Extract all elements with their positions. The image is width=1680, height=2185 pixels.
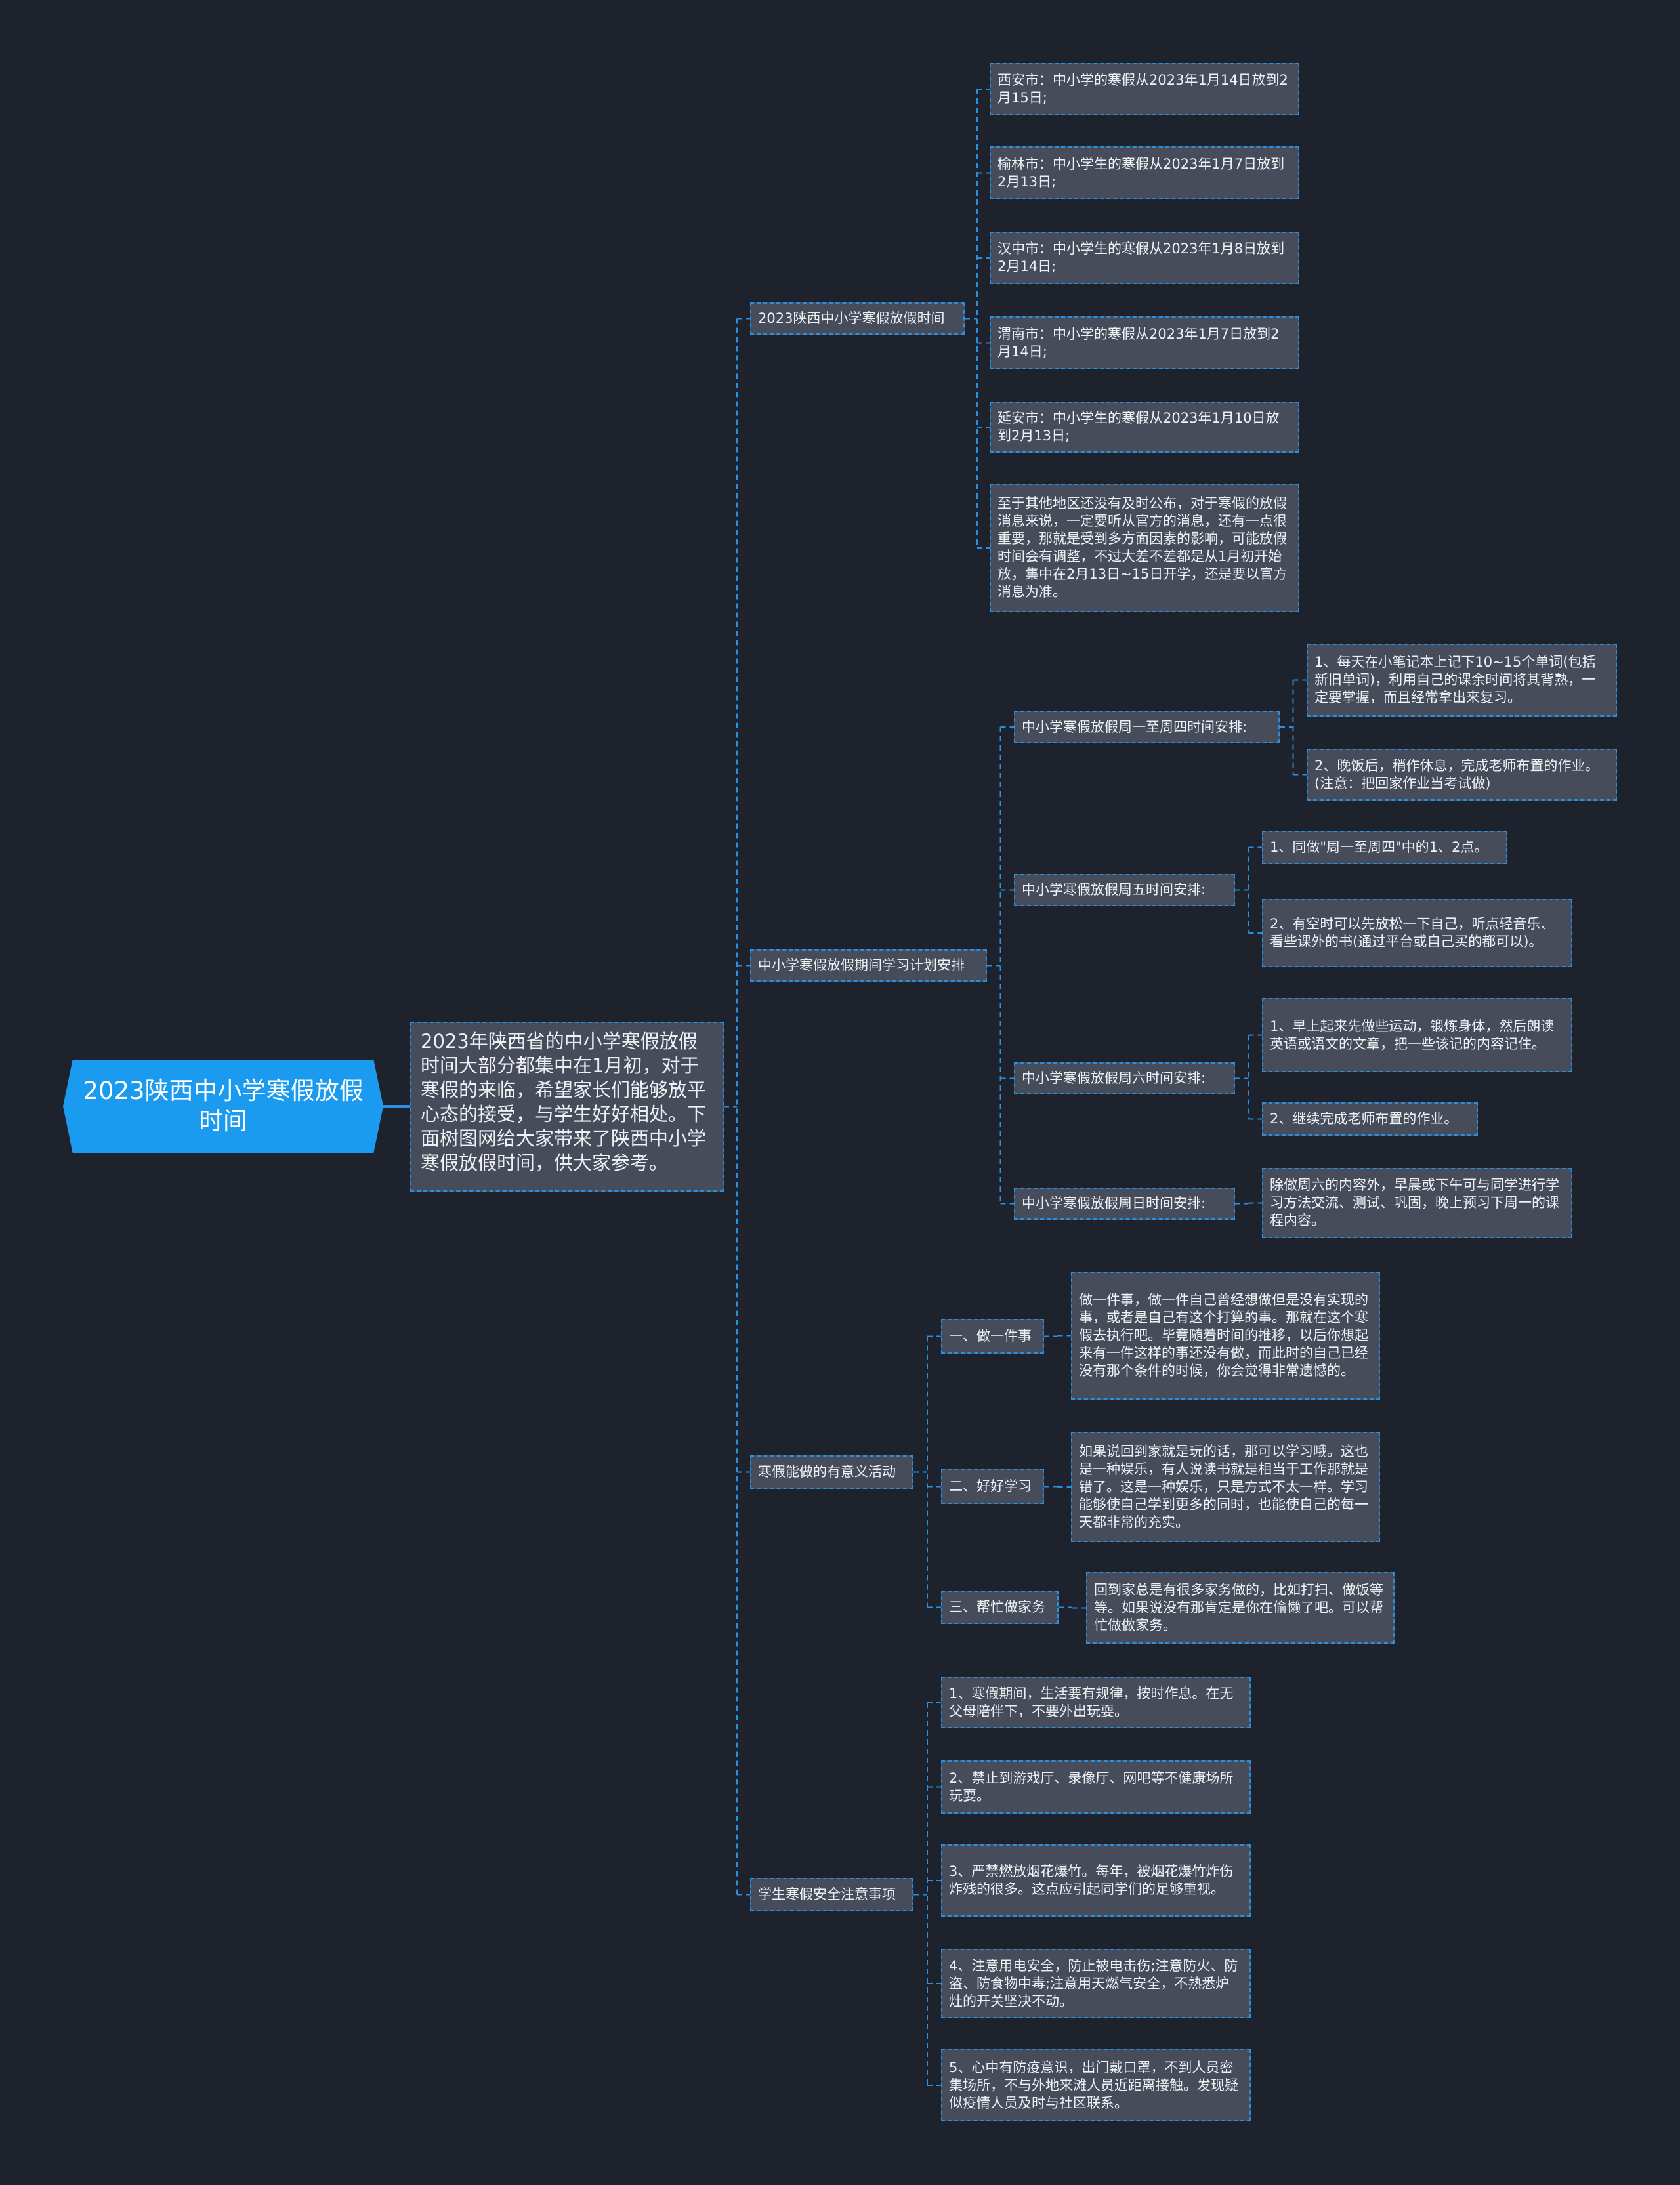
leaf-text: 延安市：中小学生的寒假从2023年1月10日放到2月13日; [998,410,1280,444]
plan-item[interactable]: 1、早上起来先做些运动，锻炼身体，然后朗读英语或语文的文章，把一些该记的内容记住… [1262,998,1572,1072]
safety-text: 4、注意用电安全，防止被电击伤;注意防火、防盗、防食物中毒;注意用天燃气安全，不… [949,1957,1238,2009]
branch-label: 学生寒假安全注意事项 [758,1886,896,1902]
plan-label: 中小学寒假放假周一至周四时间安排: [1022,718,1248,735]
root-title: 2023陕西中小学寒假放假时间 [83,1077,364,1135]
activity-detail[interactable]: 做一件事，做一件自己曾经想做但是没有实现的事，或者是自己有这个打算的事。那就在这… [1071,1272,1380,1400]
safety-item[interactable]: 5、心中有防疫意识，出门戴口罩，不到人员密集场所，不与外地来滩人员近距离接触。发… [941,2049,1251,2121]
activity-detail[interactable]: 回到家总是有很多家务做的，比如打扫、做饭等等。如果说没有那肯定是你在偷懒了吧。可… [1086,1572,1395,1644]
plan-sat[interactable]: 中小学寒假放假周六时间安排: [1014,1062,1235,1094]
leaf-text: 西安市：中小学的寒假从2023年1月14日放到2月15日; [998,72,1288,106]
plan-item[interactable]: 1、每天在小笔记本上记下10~15个单词(包括新旧单词)，利用自己的课余时间将其… [1307,644,1617,717]
activity-detail[interactable]: 如果说回到家就是玩的话，那可以学习哦。这也是一种娱乐，有人说读书就是相当于工作那… [1071,1432,1380,1542]
branch-study-plan[interactable]: 中小学寒假放假期间学习计划安排 [750,949,987,982]
leaf-text: 至于其他地区还没有及时公布，对于寒假的放假消息来说，一定要听从官方的消息，还有一… [998,495,1288,600]
plan-item-text: 1、同做"周一至周四"中的1、2点。 [1270,839,1488,855]
plan-item[interactable]: 除做周六的内容外，早晨或下午可与同学进行学习方法交流、测试、巩固，晚上预习下周一… [1262,1168,1572,1238]
branch-activities[interactable]: 寒假能做的有意义活动 [750,1455,914,1489]
activity-text: 做一件事，做一件自己曾经想做但是没有实现的事，或者是自己有这个打算的事。那就在这… [1079,1292,1368,1379]
leaf-text: 渭南市：中小学的寒假从2023年1月7日放到2月14日; [998,325,1280,360]
intro-node[interactable]: 2023年陕西省的中小学寒假放假时间大部分都集中在1月初，对于寒假的来临，希望家… [410,1022,724,1192]
plan-item-text: 1、早上起来先做些运动，锻炼身体，然后朗读英语或语文的文章，把一些该记的内容记住… [1270,1018,1555,1052]
plan-item-text: 2、晚饭后，稍作休息，完成老师布置的作业。(注意：把回家作业当考试做) [1314,757,1599,791]
leaf-yulin[interactable]: 榆林市：中小学生的寒假从2023年1月7日放到2月13日; [990,146,1299,199]
safety-item[interactable]: 4、注意用电安全，防止被电击伤;注意防火、防盗、防食物中毒;注意用天燃气安全，不… [941,1949,1251,2018]
activity-text: 如果说回到家就是玩的话，那可以学习哦。这也是一种娱乐，有人说读书就是相当于工作那… [1079,1443,1368,1530]
activity-label: 三、帮忙做家务 [949,1599,1045,1615]
plan-mon-thu[interactable]: 中小学寒假放假周一至周四时间安排: [1014,711,1280,743]
leaf-text: 榆林市：中小学生的寒假从2023年1月7日放到2月13日; [998,156,1285,190]
plan-item-text: 除做周六的内容外，早晨或下午可与同学进行学习方法交流、测试、巩固，晚上预习下周一… [1270,1177,1559,1228]
plan-sun[interactable]: 中小学寒假放假周日时间安排: [1014,1188,1235,1220]
plan-item-text: 2、继续完成老师布置的作业。 [1270,1111,1458,1127]
plan-label: 中小学寒假放假周五时间安排: [1022,882,1206,898]
plan-item-text: 1、每天在小笔记本上记下10~15个单词(包括新旧单词)，利用自己的课余时间将其… [1314,654,1596,705]
plan-item[interactable]: 1、同做"周一至周四"中的1、2点。 [1262,831,1507,864]
plan-item[interactable]: 2、继续完成老师布置的作业。 [1262,1102,1478,1136]
plan-label: 中小学寒假放假周六时间安排: [1022,1070,1206,1086]
branch-label: 寒假能做的有意义活动 [758,1464,896,1480]
safety-text: 3、严禁燃放烟花爆竹。每年，被烟花爆竹炸伤炸残的很多。这点应引起同学们的足够重视… [949,1863,1234,1897]
activity-chores[interactable]: 三、帮忙做家务 [941,1591,1059,1624]
safety-text: 5、心中有防疫意识，出门戴口罩，不到人员密集场所，不与外地来滩人员近距离接触。发… [949,2059,1238,2111]
plan-item-text: 2、有空时可以先放松一下自己，听点轻音乐、看些课外的书(通过平台或自己买的都可以… [1270,916,1555,949]
activity-text: 回到家总是有很多家务做的，比如打扫、做饭等等。如果说没有那肯定是你在偷懒了吧。可… [1094,1582,1383,1633]
branch-label: 中小学寒假放假期间学习计划安排 [758,957,965,973]
activity-label: 二、好好学习 [949,1478,1032,1494]
plan-label: 中小学寒假放假周日时间安排: [1022,1196,1206,1211]
plan-item[interactable]: 2、有空时可以先放松一下自己，听点轻音乐、看些课外的书(通过平台或自己买的都可以… [1262,899,1572,967]
safety-item[interactable]: 1、寒假期间，生活要有规律，按时作息。在无父母陪伴下，不要外出玩耍。 [941,1677,1251,1728]
safety-item[interactable]: 2、禁止到游戏厅、录像厅、网吧等不健康场所玩耍。 [941,1760,1251,1814]
leaf-yanan[interactable]: 延安市：中小学生的寒假从2023年1月10日放到2月13日; [990,402,1299,453]
activity-study[interactable]: 二、好好学习 [941,1469,1044,1504]
leaf-xian[interactable]: 西安市：中小学的寒假从2023年1月14日放到2月15日; [990,63,1299,115]
root-topic[interactable]: 2023陕西中小学寒假放假时间 [63,1060,383,1153]
branch-label: 2023陕西中小学寒假放假时间 [758,310,945,326]
branch-safety[interactable]: 学生寒假安全注意事项 [750,1878,914,1911]
leaf-hanzhong[interactable]: 汉中市：中小学生的寒假从2023年1月8日放到2月14日; [990,232,1299,284]
branch-holiday-dates[interactable]: 2023陕西中小学寒假放假时间 [750,302,965,335]
plan-item[interactable]: 2、晚饭后，稍作休息，完成老师布置的作业。(注意：把回家作业当考试做) [1307,749,1617,801]
safety-text: 1、寒假期间，生活要有规律，按时作息。在无父母陪伴下，不要外出玩耍。 [949,1686,1234,1719]
activity-do-one-thing[interactable]: 一、做一件事 [941,1319,1044,1354]
leaf-weinan[interactable]: 渭南市：中小学的寒假从2023年1月7日放到2月14日; [990,316,1299,369]
safety-text: 2、禁止到游戏厅、录像厅、网吧等不健康场所玩耍。 [949,1770,1234,1804]
safety-item[interactable]: 3、严禁燃放烟花爆竹。每年，被烟花爆竹炸伤炸残的很多。这点应引起同学们的足够重视… [941,1844,1251,1917]
plan-fri[interactable]: 中小学寒假放假周五时间安排: [1014,874,1235,906]
leaf-other-regions[interactable]: 至于其他地区还没有及时公布，对于寒假的放假消息来说，一定要听从官方的消息，还有一… [990,484,1299,612]
leaf-text: 汉中市：中小学生的寒假从2023年1月8日放到2月14日; [998,241,1285,274]
intro-text: 2023年陕西省的中小学寒假放假时间大部分都集中在1月初，对于寒假的来临，希望家… [421,1030,707,1174]
activity-label: 一、做一件事 [949,1328,1032,1344]
